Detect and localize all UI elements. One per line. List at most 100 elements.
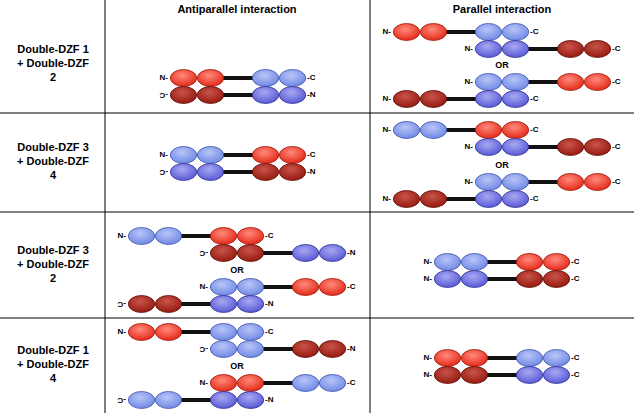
terminus-label: -C (612, 78, 620, 86)
zinc-finger-domain (502, 91, 528, 108)
zinc-finger-domain (319, 245, 345, 262)
terminus-label: -N (307, 91, 315, 99)
terminus-label: -C (612, 143, 620, 151)
row-label: Double-DZF 1 + Double-DZF 2 (16, 43, 91, 84)
column-header: Antiparallel interaction (177, 4, 296, 15)
terminus-label: -C (160, 168, 168, 176)
protein-strand (434, 367, 569, 384)
terminus-label: N- (118, 232, 126, 240)
zinc-finger-domain (434, 271, 460, 288)
linker-line (223, 153, 253, 157)
zinc-finger-domain (197, 164, 223, 181)
terminus-label: N- (383, 126, 391, 134)
terminus-label: -C (571, 371, 579, 379)
zinc-finger-domain (252, 87, 278, 104)
terminus-label: -N (307, 168, 315, 176)
zinc-finger-domain (128, 324, 154, 341)
zinc-finger-domain (210, 245, 236, 262)
protein-strand (475, 74, 610, 91)
zinc-finger-domain (292, 279, 318, 296)
zinc-finger-domain (502, 139, 528, 156)
linker-line (528, 180, 558, 184)
zinc-finger-domain (252, 164, 278, 181)
zinc-finger-domain (252, 70, 278, 87)
zinc-finger-domain (434, 254, 460, 271)
protein-strand (434, 254, 569, 271)
zinc-finger-domain (557, 174, 583, 191)
zinc-finger-domain (475, 139, 501, 156)
zinc-finger-domain (461, 271, 487, 288)
zinc-finger-domain (237, 392, 263, 409)
linker-line (263, 251, 293, 255)
terminus-label: -C (118, 300, 126, 308)
terminus-label: -C (307, 151, 315, 159)
terminus-label: N- (118, 328, 126, 336)
linker-line (181, 234, 211, 238)
zinc-finger-domain (170, 70, 196, 87)
zinc-finger-domain (475, 74, 501, 91)
terminus-label: -C (530, 95, 538, 103)
zinc-finger-domain (197, 87, 223, 104)
terminus-label: N- (383, 28, 391, 36)
zinc-finger-domain (237, 296, 263, 313)
protein-strand (393, 122, 528, 139)
zinc-finger-domain (393, 122, 419, 139)
zinc-finger-domain (155, 228, 181, 245)
linker-line (487, 373, 517, 377)
zinc-finger-domain (461, 254, 487, 271)
terminus-label: -N (347, 249, 355, 257)
protein-strand (434, 271, 569, 288)
zinc-finger-domain (155, 392, 181, 409)
zinc-finger-domain (584, 74, 610, 91)
linker-line (223, 76, 253, 80)
zinc-finger-domain (319, 375, 345, 392)
protein-strand (128, 324, 263, 341)
zinc-finger-domain (128, 392, 154, 409)
terminus-label: -N (265, 396, 273, 404)
terminus-label: -N (347, 345, 355, 353)
linker-line (446, 30, 476, 34)
terminus-label: N- (383, 95, 391, 103)
zinc-finger-domain (237, 375, 263, 392)
zinc-finger-domain (502, 122, 528, 139)
zinc-finger-domain (475, 91, 501, 108)
terminus-label: -C (612, 178, 620, 186)
zinc-finger-domain (475, 174, 501, 191)
terminus-label: -C (200, 345, 208, 353)
zinc-finger-domain (128, 228, 154, 245)
terminus-label: N- (383, 195, 391, 203)
zinc-finger-domain (197, 147, 223, 164)
linker-line (528, 80, 558, 84)
zinc-finger-domain (502, 74, 528, 91)
zinc-finger-domain (197, 70, 223, 87)
table-rule (370, 0, 371, 413)
terminus-label: -C (530, 195, 538, 203)
zinc-finger-domain (543, 367, 569, 384)
zinc-finger-domain (434, 367, 460, 384)
terminus-label: N- (465, 45, 473, 53)
table-rule (0, 318, 634, 319)
terminus-label: -C (200, 249, 208, 257)
terminus-label: N- (465, 178, 473, 186)
zinc-finger-domain (292, 341, 318, 358)
linker-line (263, 347, 293, 351)
terminus-label: -C (530, 126, 538, 134)
zinc-finger-domain (279, 147, 305, 164)
zinc-finger-domain (237, 245, 263, 262)
zinc-finger-domain (155, 324, 181, 341)
zinc-finger-domain (170, 87, 196, 104)
zinc-finger-domain (210, 279, 236, 296)
zinc-finger-domain (128, 296, 154, 313)
column-header: Parallel interaction (453, 4, 551, 15)
linker-line (181, 330, 211, 334)
protein-strand (475, 174, 610, 191)
zinc-finger-domain (475, 24, 501, 41)
zinc-finger-domain (420, 122, 446, 139)
zinc-finger-domain (584, 41, 610, 58)
linker-line (446, 197, 476, 201)
zinc-finger-domain (292, 245, 318, 262)
terminus-label: -C (307, 74, 315, 82)
terminus-label: -C (571, 354, 579, 362)
